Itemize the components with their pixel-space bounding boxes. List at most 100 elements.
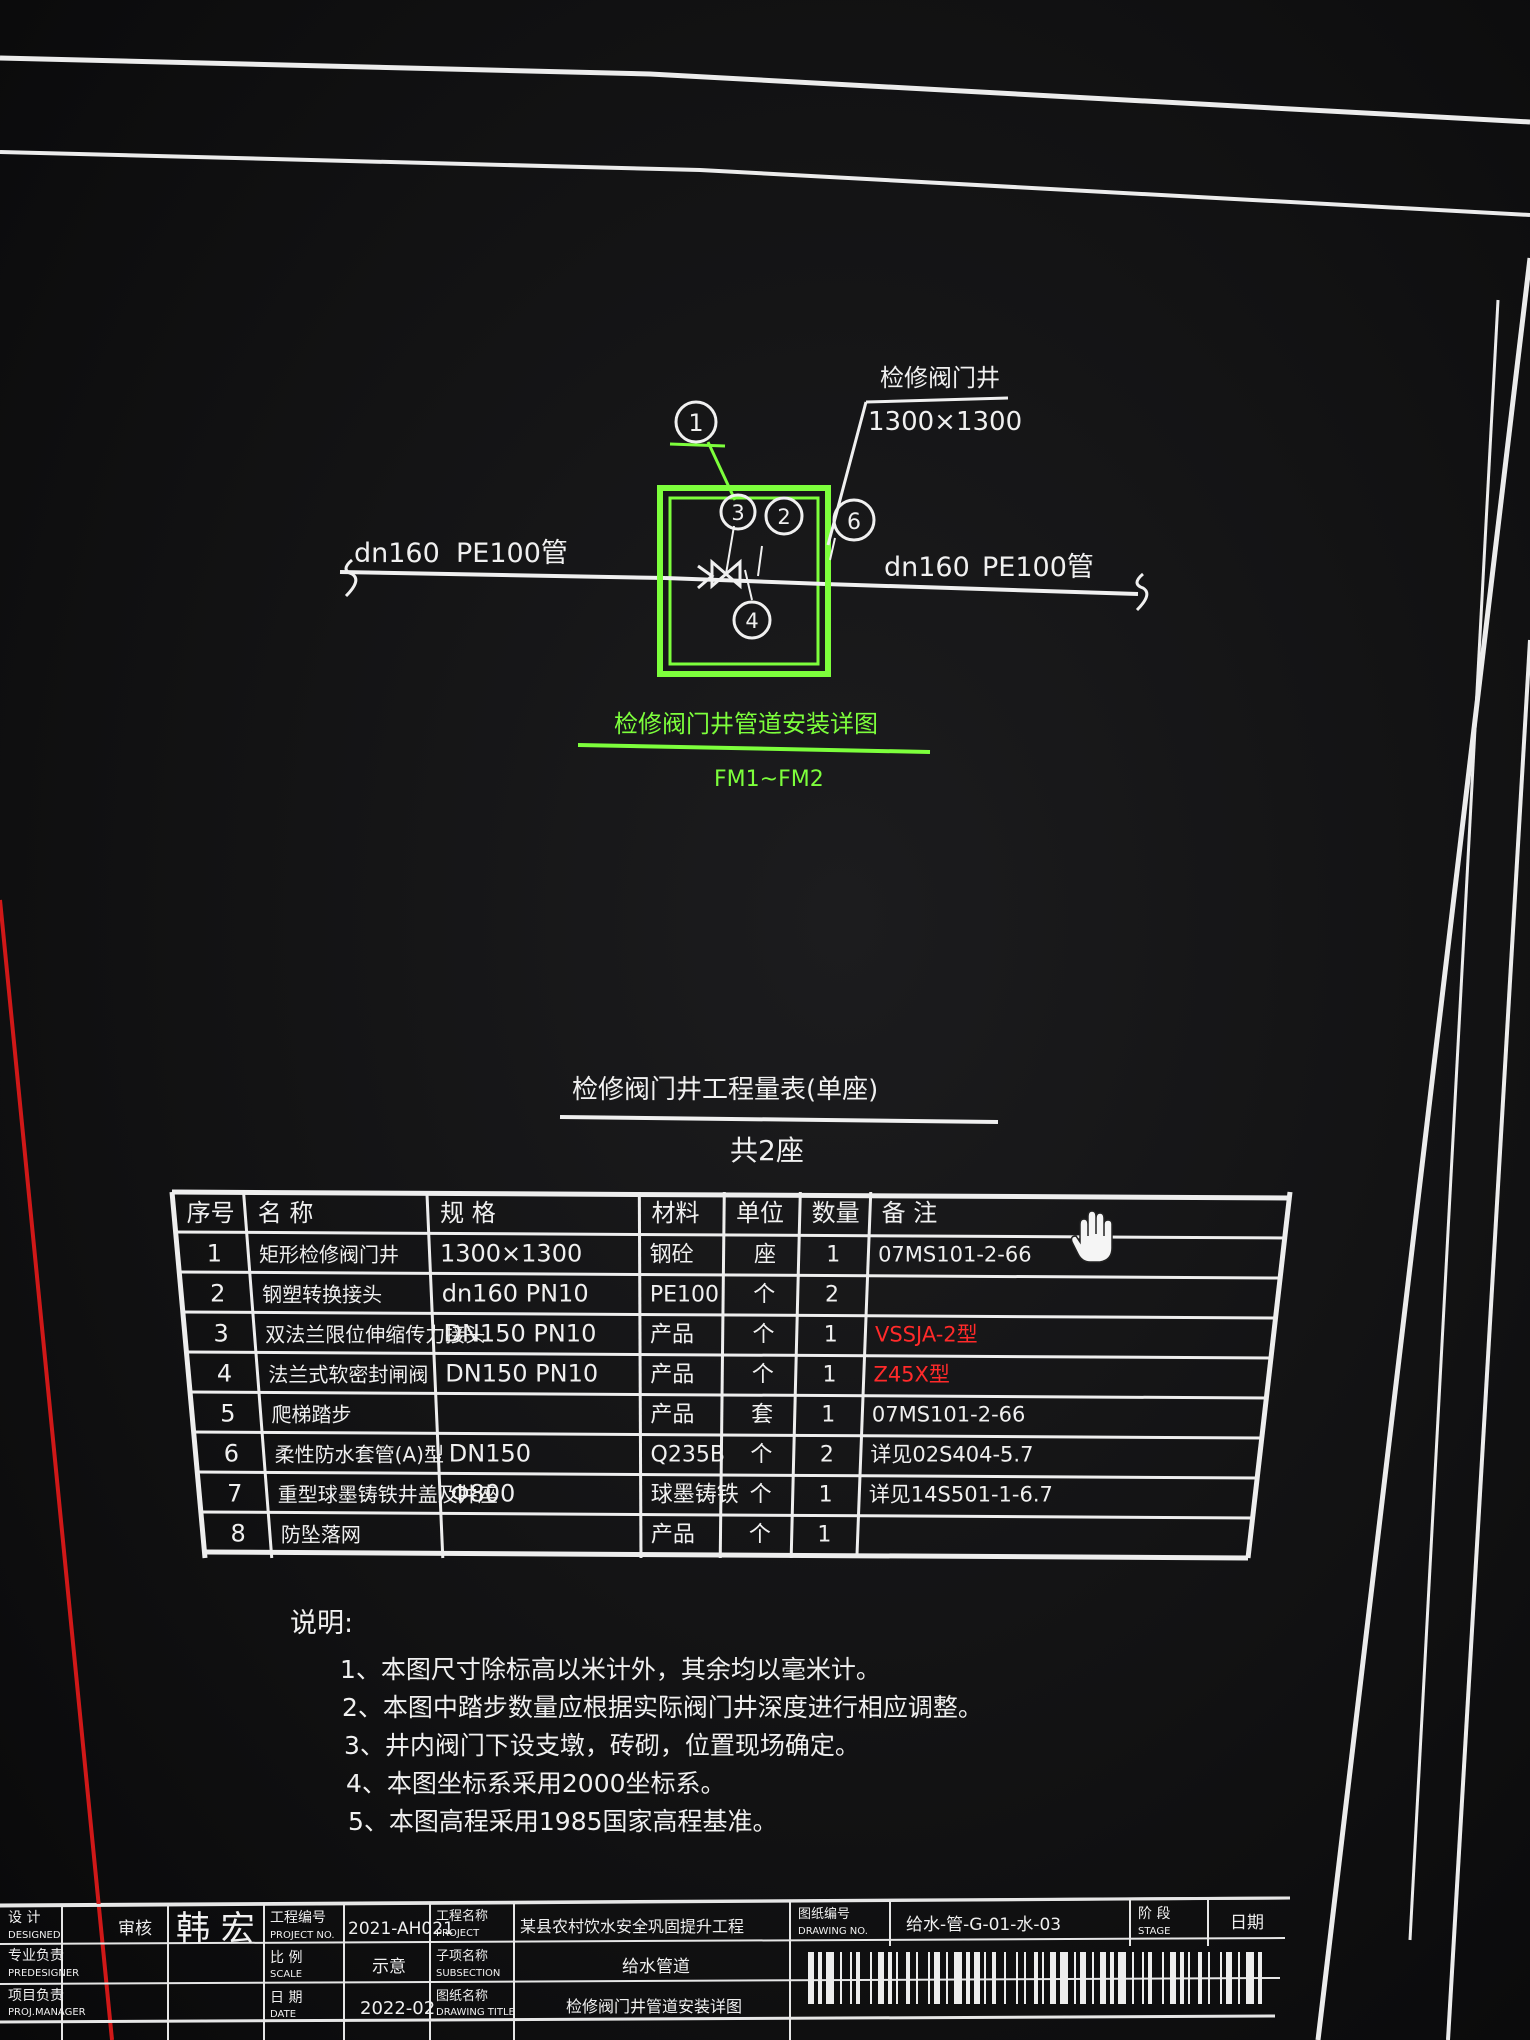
subsection-label-en: SUBSECTION: [436, 1968, 500, 1979]
notes-title: 说明:: [290, 1608, 353, 1639]
barcode-bar: [1024, 1952, 1026, 2004]
barcode-bar: [896, 1952, 898, 2004]
barcode-bar: [1148, 1952, 1152, 2004]
table-grid-line: [186, 1350, 1272, 1360]
table-cell-name: 双法兰限位伸缩传力接头: [265, 1323, 485, 1347]
table-cell-note: 07MS101-2-66: [872, 1403, 1026, 1427]
table-header-cell: 备 注: [882, 1199, 938, 1227]
table-cell-spec: DN150 PN10: [444, 1320, 597, 1348]
barcode-bar: [850, 1952, 852, 2004]
table-cell-unit: 个: [750, 1483, 772, 1508]
table-cell-unit: 个: [750, 1443, 772, 1468]
barcode-bar: [928, 1952, 930, 2004]
table-cell-name: 钢塑转换接头: [262, 1283, 382, 1307]
barcode-bar: [1162, 1952, 1164, 2004]
barcode-bar: [840, 1952, 842, 2004]
title-block-text: 设 计 DESIGNED 专业负责 PREDESIGNER 项目负责 PROJ.…: [8, 1906, 1264, 2020]
table-cell-qty: 1: [824, 1323, 838, 1348]
svg-text:6: 6: [847, 510, 861, 535]
date2-label: 日期: [1230, 1913, 1264, 1933]
table-grid-line: [201, 1510, 1253, 1520]
pipe-line-left: [339, 570, 666, 580]
hand-cursor-icon: [1070, 1210, 1113, 1263]
barcode-bar: [1238, 1952, 1240, 2004]
table-cell-unit: 套: [751, 1403, 773, 1428]
scale-label: 比 例: [270, 1950, 302, 1966]
barcode-bar: [934, 1952, 940, 2004]
barcode-bar: [1050, 1952, 1056, 2004]
quantity-table-caption: 检修阀门井工程量表(单座) 共2座: [559, 1075, 999, 1167]
project-name-label: 工程名称: [436, 1908, 488, 1924]
table-cell-name: 法兰式软密封闸阀: [268, 1363, 428, 1387]
barcode-bar: [1034, 1952, 1038, 2004]
table-cell-name: 重型球墨铸铁井盖及井座: [278, 1483, 498, 1507]
barcode-bar: [1198, 1952, 1202, 2004]
table-grid-line: [425, 1191, 445, 1559]
designed-label: 设 计: [8, 1910, 40, 1926]
barcode-bar: [984, 1952, 986, 2004]
table-header-cell: 规 格: [440, 1199, 496, 1227]
table-grid-line: [637, 1191, 643, 1559]
table-cell-mat: 产品: [651, 1523, 695, 1548]
drawing-title-value: 检修阀门井管道安装详图: [566, 1997, 742, 2016]
barcode-bar: [954, 1952, 962, 2004]
plan-subtitle: FM1~FM2: [714, 767, 824, 792]
pipe-right-material: PE100管: [982, 552, 1094, 583]
table-grid-line: [182, 1310, 1277, 1320]
barcode-bar: [1142, 1952, 1144, 2004]
project-name-label-en: PROJECT: [436, 1928, 480, 1939]
table-cell-mat: 钢砼: [650, 1243, 694, 1268]
well-label-title: 检修阀门井: [880, 364, 1000, 392]
table-header-cell: 名 称: [258, 1199, 314, 1227]
barcode-bar: [1188, 1952, 1190, 2004]
table-cell-spec: dn160 PN10: [442, 1280, 589, 1308]
table-cell-unit: 个: [749, 1523, 771, 1548]
table-cell-name: 爬梯踏步: [272, 1403, 352, 1427]
well-label-size: 1300×1300: [868, 407, 1022, 437]
table-cell-mat: PE100: [650, 1283, 719, 1308]
table-cell-spec: DN150 PN10: [445, 1360, 598, 1388]
notes-block: 说明: 1、本图尺寸除标高以米计外，其余均以毫米计。 2、本图中踏步数量应根据实…: [290, 1608, 983, 1836]
table-grid-line: [1245, 1191, 1293, 1559]
signature: 韩 宏: [176, 1909, 255, 1949]
barcode-bar: [1180, 1952, 1184, 2004]
table-count: 共2座: [730, 1134, 804, 1167]
pipe-left-dn: dn160: [354, 538, 440, 569]
drawing-title-label: 图纸名称: [436, 1988, 488, 2004]
barcode-bar: [906, 1952, 910, 2004]
signature-prefix: 审核: [118, 1919, 152, 1939]
barcode-bar: [1100, 1952, 1106, 2004]
drawing-no-label: 图纸编号: [798, 1907, 850, 1922]
table-grid-line: [169, 1191, 208, 1559]
table-cell-qty: 2: [820, 1443, 834, 1468]
break-mark-left: [344, 558, 358, 598]
designed-label-en: DESIGNED: [8, 1930, 61, 1941]
table-cell-note: Z45X型: [873, 1363, 950, 1387]
barcode-bar: [974, 1952, 980, 2004]
pipe-left-material: PE100管: [456, 538, 568, 569]
table-cell-unit: 座: [754, 1243, 776, 1268]
table-cell-name: 防坠落网: [281, 1523, 361, 1547]
table-grid-line: [190, 1390, 1267, 1400]
pipe-right-dn: dn160: [884, 552, 970, 583]
table-cell-no: 4: [217, 1360, 232, 1388]
table-grid-line: [171, 1189, 1291, 1201]
valve-well-outline: [657, 485, 831, 677]
table-cell-qty: 1: [819, 1483, 833, 1508]
table-cell-mat: 产品: [650, 1363, 694, 1388]
note-item: 5、本图高程采用1985国家高程基准。: [348, 1807, 778, 1836]
break-mark-right: [1135, 572, 1149, 612]
svg-text:2: 2: [777, 505, 790, 529]
table-cell-qty: 1: [817, 1523, 831, 1548]
proj-manager-label: 项目负责: [8, 1988, 64, 2004]
barcode-bar: [1110, 1952, 1114, 2004]
table-cell-spec: DN150: [449, 1440, 531, 1468]
table-header-cell: 序号: [187, 1199, 235, 1227]
table-cell-no: 5: [220, 1400, 235, 1428]
table-grid-line: [789, 1191, 802, 1559]
callout-1: 1: [669, 400, 737, 501]
note-item: 3、井内阀门下设支墩，砖砌，位置现场确定。: [344, 1731, 860, 1760]
table-cell-note: 详见02S404-5.7: [870, 1443, 1033, 1467]
barcode-bar: [1042, 1952, 1044, 2004]
